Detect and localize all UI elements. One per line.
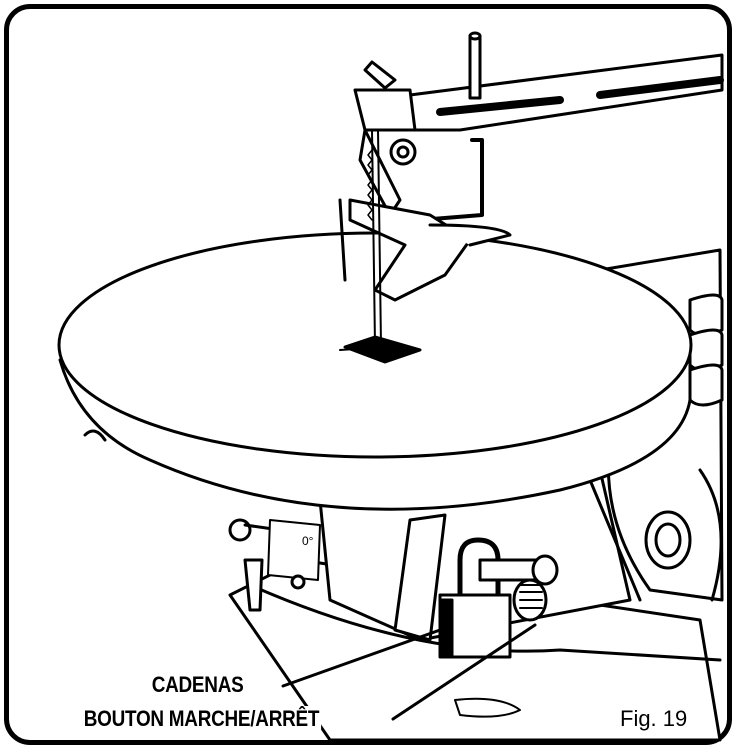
upper-arm <box>408 53 724 132</box>
upper-blade-clamp <box>353 88 417 132</box>
tilt-lock-lever <box>243 558 264 612</box>
switch-label: BOUTON MARCHE/ARRÊT <box>82 706 321 732</box>
tilt-scale-mark: 0° <box>302 534 314 548</box>
padlock-shackle <box>457 537 501 603</box>
figure-number: Fig. 19 <box>620 706 688 731</box>
tilt-scale <box>267 519 321 581</box>
switch-leader-line <box>391 623 537 721</box>
saw-blade <box>371 129 382 346</box>
padlock-label: CADENAS <box>150 672 246 698</box>
padlock-leader-line <box>281 628 442 688</box>
